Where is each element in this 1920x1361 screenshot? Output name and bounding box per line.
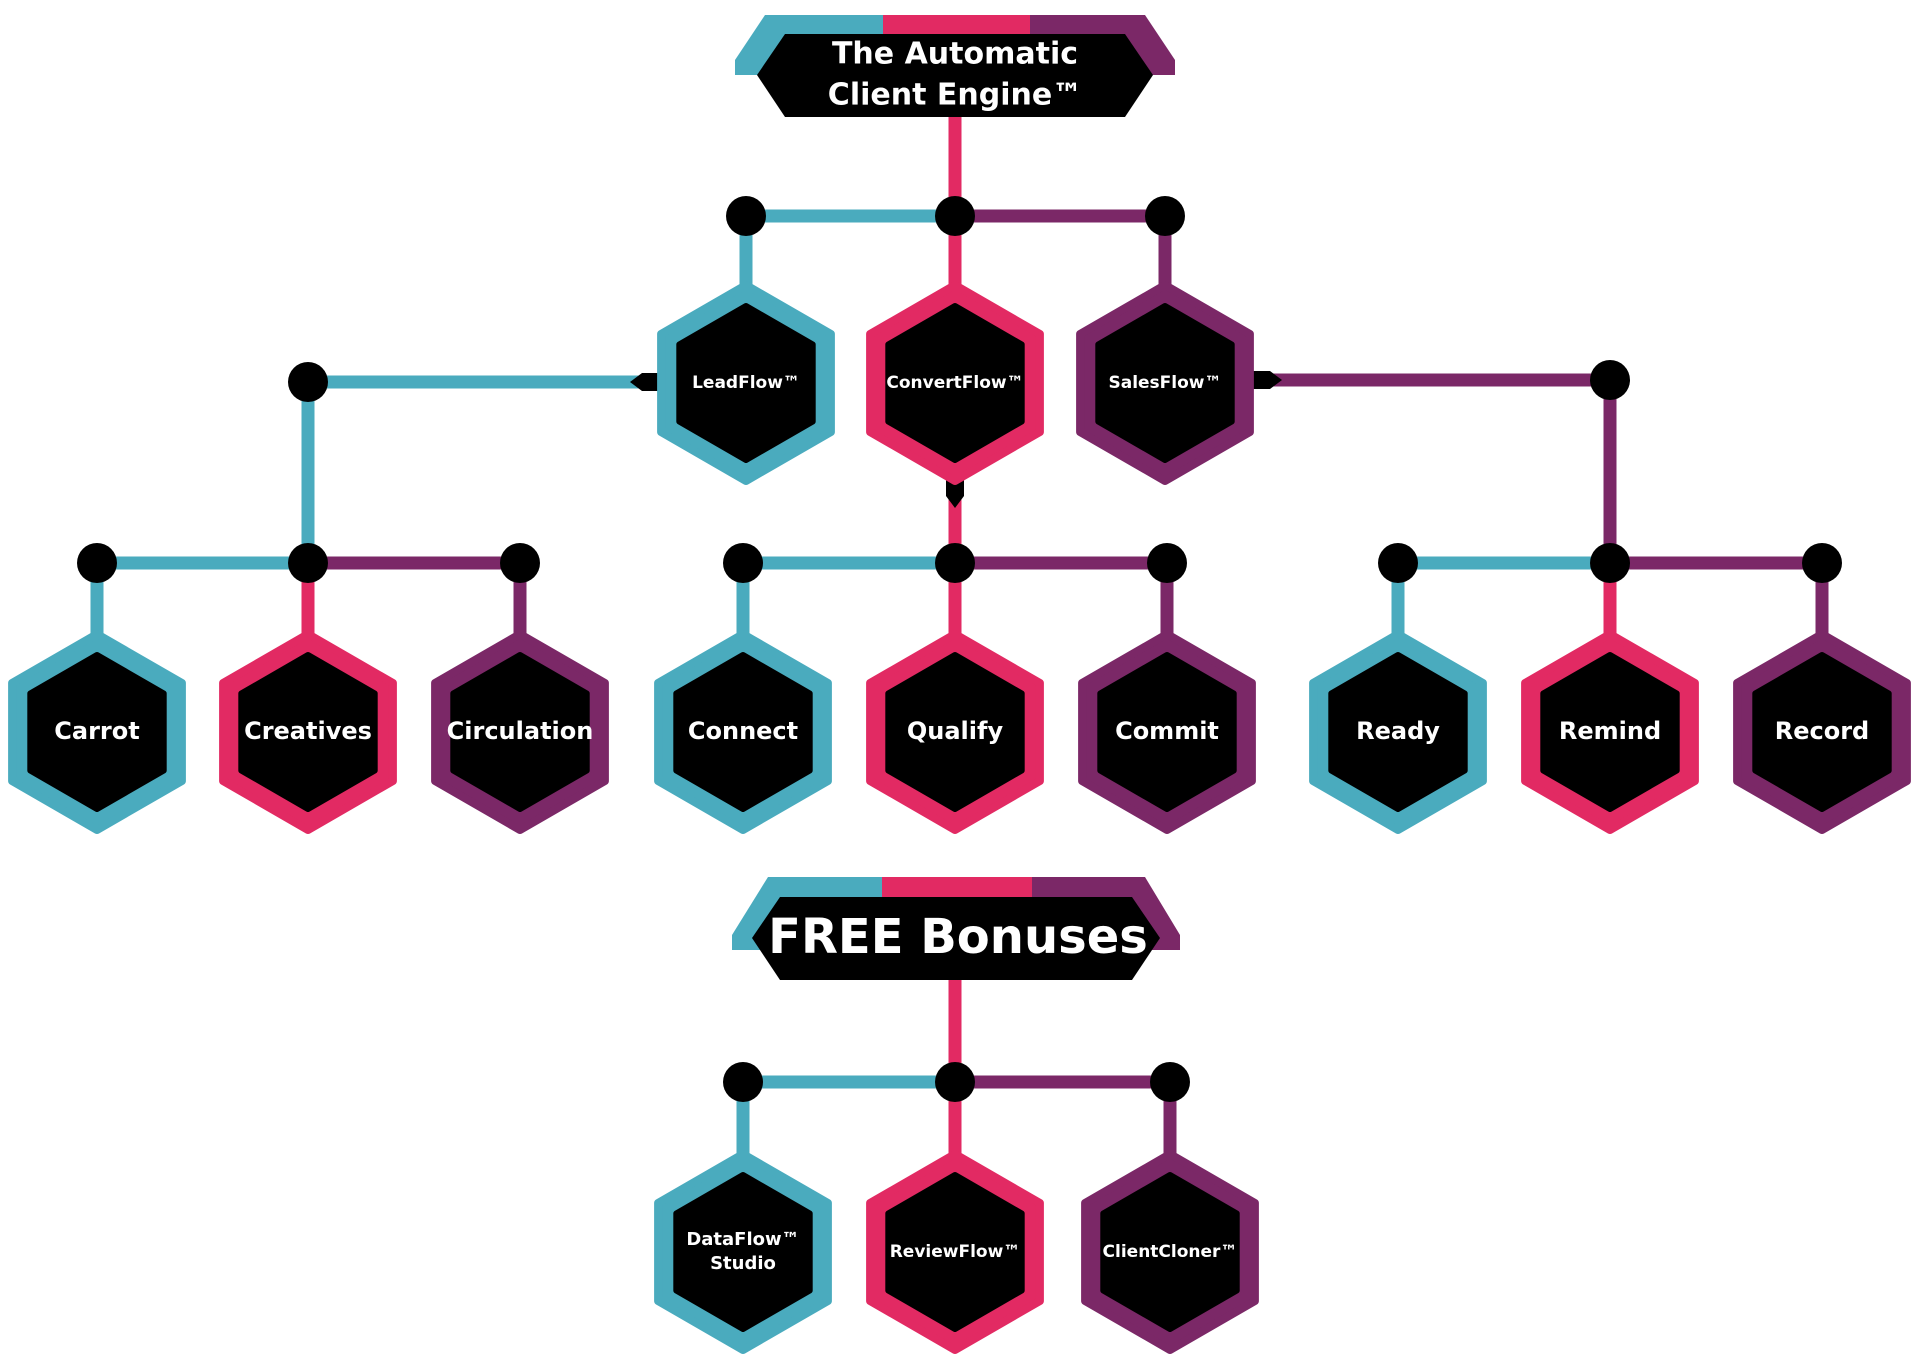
junction-dot — [288, 362, 328, 402]
hex-node-record: Record — [1733, 630, 1911, 834]
hex-node-label: Record — [1775, 717, 1870, 745]
junction-dots — [77, 196, 1842, 1102]
hex-node-core — [676, 303, 816, 463]
junction-dot — [1378, 543, 1418, 583]
hex-node-label: SalesFlow™ — [1108, 373, 1221, 393]
bonuses-title-plate — [752, 897, 1160, 980]
hex-node-clientcloner: ClientCloner™ — [1081, 1150, 1259, 1354]
engine-title-line2: Client Engine™ — [828, 78, 1082, 113]
junction-dot — [288, 543, 328, 583]
hex-node-core — [885, 1172, 1025, 1332]
hex-node-label: Carrot — [54, 717, 139, 745]
hex-node-remind: Remind — [1521, 630, 1699, 834]
hex-node-label: ClientCloner™ — [1103, 1242, 1238, 1262]
junction-dot — [1150, 1062, 1190, 1102]
hex-nodes: LeadFlow™ ConvertFlow™ SalesFlow™ Carrot Cre… — [8, 281, 1911, 1354]
hex-node-label: LeadFlow™ — [692, 373, 800, 393]
hex-node-circulation: Circulation — [431, 630, 609, 834]
hex-node-label: Connect — [688, 717, 798, 745]
junction-dot — [1802, 543, 1842, 583]
engine-title-plate — [757, 34, 1153, 117]
junction-dot — [935, 1062, 975, 1102]
bonuses-title: FREE Bonuses — [768, 909, 1148, 965]
hex-node-core — [1095, 303, 1235, 463]
hex-node-label: DataFlow™ — [686, 1229, 799, 1250]
junction-dot — [1590, 543, 1630, 583]
hex-node-label: Studio — [710, 1253, 776, 1274]
junction-dot — [723, 543, 763, 583]
hex-node-reviewflow: ReviewFlow™ — [866, 1150, 1044, 1354]
engine-title-line1: The Automatic — [832, 37, 1078, 72]
hex-node-core — [450, 652, 590, 812]
junction-dot — [1147, 543, 1187, 583]
hex-node-label: Circulation — [447, 717, 594, 745]
hex-node-core — [238, 652, 378, 812]
hex-node-leadflow: LeadFlow™ — [657, 281, 835, 485]
hex-node-dataflow: DataFlow™ Studio — [654, 1150, 832, 1354]
hex-node-core — [27, 652, 167, 812]
hex-node-carrot: Carrot — [8, 630, 186, 834]
junction-dot — [500, 543, 540, 583]
hex-node-commit: Commit — [1078, 630, 1256, 834]
hex-node-label: Qualify — [907, 717, 1004, 745]
hex-node-core — [1100, 1172, 1240, 1332]
hex-node-core — [1328, 652, 1468, 812]
hex-node-ready: Ready — [1309, 630, 1487, 834]
junction-dot — [77, 543, 117, 583]
hex-node-connect: Connect — [654, 630, 832, 834]
hex-node-core — [885, 303, 1025, 463]
junction-dot — [935, 543, 975, 583]
hex-node-label: Commit — [1115, 717, 1219, 745]
hex-node-convertflow: ConvertFlow™ — [866, 281, 1044, 485]
junction-dot — [1145, 196, 1185, 236]
hex-node-core — [1752, 652, 1892, 812]
junction-dot — [726, 196, 766, 236]
engine-title-banner: The Automatic Client Engine™ — [735, 15, 1175, 117]
hex-node-label: Ready — [1356, 717, 1440, 745]
junction-dot — [1590, 360, 1630, 400]
hex-node-label: Creatives — [244, 717, 372, 745]
junction-dot — [935, 196, 975, 236]
hex-node-label: ConvertFlow™ — [886, 373, 1023, 393]
junction-dot — [723, 1062, 763, 1102]
hex-node-core — [885, 652, 1025, 812]
bonuses-title-banner: FREE Bonuses — [732, 877, 1180, 980]
hex-node-salesflow: SalesFlow™ — [1076, 281, 1254, 485]
hex-node-core — [1540, 652, 1680, 812]
hex-node-core — [1097, 652, 1237, 812]
hex-node-core — [673, 1172, 813, 1332]
hex-node-core — [673, 652, 813, 812]
hex-node-creatives: Creatives — [219, 630, 397, 834]
hex-node-label: Remind — [1559, 717, 1661, 745]
hex-node-label: ReviewFlow™ — [890, 1242, 1021, 1262]
hex-node-qualify: Qualify — [866, 630, 1044, 834]
